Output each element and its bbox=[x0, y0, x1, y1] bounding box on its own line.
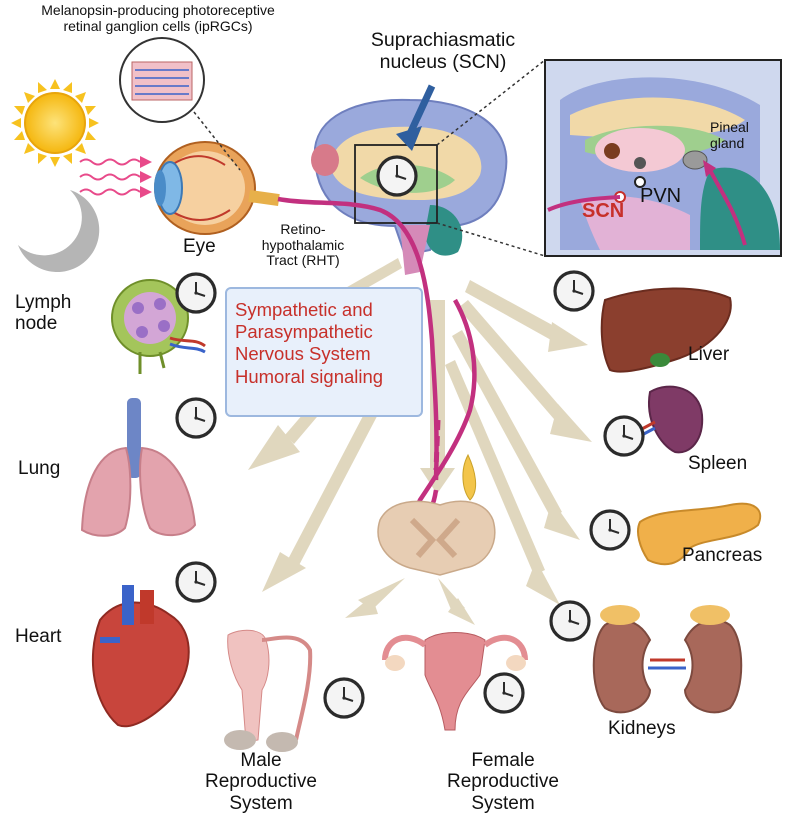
iprgc-label-line1: Melanopsin-producing photoreceptive bbox=[41, 2, 275, 18]
lung-icon bbox=[80, 398, 197, 537]
pvn-label: PVN bbox=[640, 185, 682, 207]
light-rays bbox=[79, 158, 141, 196]
sun-icon bbox=[11, 79, 99, 167]
heart-icon bbox=[91, 585, 190, 728]
clock-icon bbox=[603, 415, 645, 457]
signaling-box: Sympathetic and Parasympathetic Nervous … bbox=[225, 287, 423, 417]
tract-dashed-segment bbox=[433, 419, 441, 471]
spinal-cord-icon bbox=[377, 500, 496, 576]
signaling-line3: Nervous System bbox=[235, 343, 371, 365]
female-reproductive-label: Female Reproductive System bbox=[428, 750, 578, 814]
moon-icon bbox=[18, 190, 100, 273]
clock-icon bbox=[175, 397, 217, 439]
female-label-line3: System bbox=[471, 792, 535, 814]
signaling-line1: Sympathetic and bbox=[235, 299, 373, 320]
rht-label-line1: Retino- bbox=[280, 221, 326, 237]
spleen-icon bbox=[639, 385, 704, 454]
male-reproductive-icon bbox=[224, 629, 313, 752]
clock-icon bbox=[175, 272, 217, 314]
rht-label-line3: Tract (RHT) bbox=[266, 252, 340, 269]
spleen-label: Spleen bbox=[688, 453, 748, 474]
iprgc-magnifier bbox=[119, 37, 241, 171]
female-reproductive-icon bbox=[382, 632, 528, 731]
ganglion bbox=[462, 453, 477, 501]
inset-scn-label: SCN bbox=[582, 200, 625, 222]
lymph-node-icon bbox=[111, 279, 206, 374]
liver-label: Liver bbox=[688, 344, 730, 365]
liver-icon bbox=[600, 287, 732, 373]
male-label-line1: Male bbox=[240, 750, 282, 771]
kidneys-icon bbox=[592, 605, 743, 714]
iprgc-label-line2: retinal ganglion cells (ipRGCs) bbox=[63, 17, 253, 34]
rht-label: Retino- hypothalamic Tract (RHT) bbox=[248, 221, 358, 269]
clock-icon bbox=[376, 155, 418, 197]
lymph-label-line1: Lymph bbox=[15, 292, 72, 313]
scn-label: Suprachiasmatic nucleus (SCN) bbox=[348, 29, 538, 74]
clock-icon bbox=[483, 672, 525, 714]
pineal-label-line1: Pineal bbox=[710, 119, 749, 135]
scn-label-line2: nucleus (SCN) bbox=[379, 50, 507, 73]
male-label-line2: Reproductive bbox=[205, 771, 317, 793]
female-label-line2: Reproductive bbox=[447, 771, 559, 793]
inset-callout-lines bbox=[436, 59, 546, 257]
signaling-line4: Humoral signaling bbox=[235, 365, 384, 387]
iprgc-label: Melanopsin-producing photoreceptive reti… bbox=[8, 2, 308, 34]
female-label-line1: Female bbox=[471, 750, 535, 771]
scn-pointer-arrow bbox=[396, 84, 436, 151]
heart-label: Heart bbox=[15, 626, 62, 647]
eye-icon bbox=[154, 141, 280, 235]
pineal-label: Pineal gland bbox=[710, 119, 749, 151]
lymph-node-label: Lymph node bbox=[15, 292, 71, 335]
lung-label: Lung bbox=[18, 458, 61, 479]
pancreas-label: Pancreas bbox=[682, 545, 763, 566]
rht-label-line2: hypothalamic bbox=[261, 236, 345, 253]
clock-icon bbox=[553, 270, 595, 312]
lymph-label-line2: node bbox=[15, 313, 58, 335]
clock-icon bbox=[323, 677, 365, 719]
male-label-line3: System bbox=[229, 792, 293, 814]
clock-icon bbox=[589, 509, 631, 551]
hypothalamus-inset bbox=[544, 59, 782, 257]
eye-label: Eye bbox=[183, 236, 216, 257]
clock-icon bbox=[175, 561, 217, 603]
male-reproductive-label: Male Reproductive System bbox=[196, 750, 326, 814]
signaling-line2: Parasympathetic bbox=[235, 321, 373, 343]
ray-arrowheads bbox=[140, 156, 152, 198]
pancreas-icon bbox=[637, 502, 762, 566]
clock-icon bbox=[549, 600, 591, 642]
pineal-label-line2: gland bbox=[710, 134, 745, 151]
kidneys-label: Kidneys bbox=[608, 718, 676, 739]
scn-label-line1: Suprachiasmatic bbox=[370, 29, 516, 51]
